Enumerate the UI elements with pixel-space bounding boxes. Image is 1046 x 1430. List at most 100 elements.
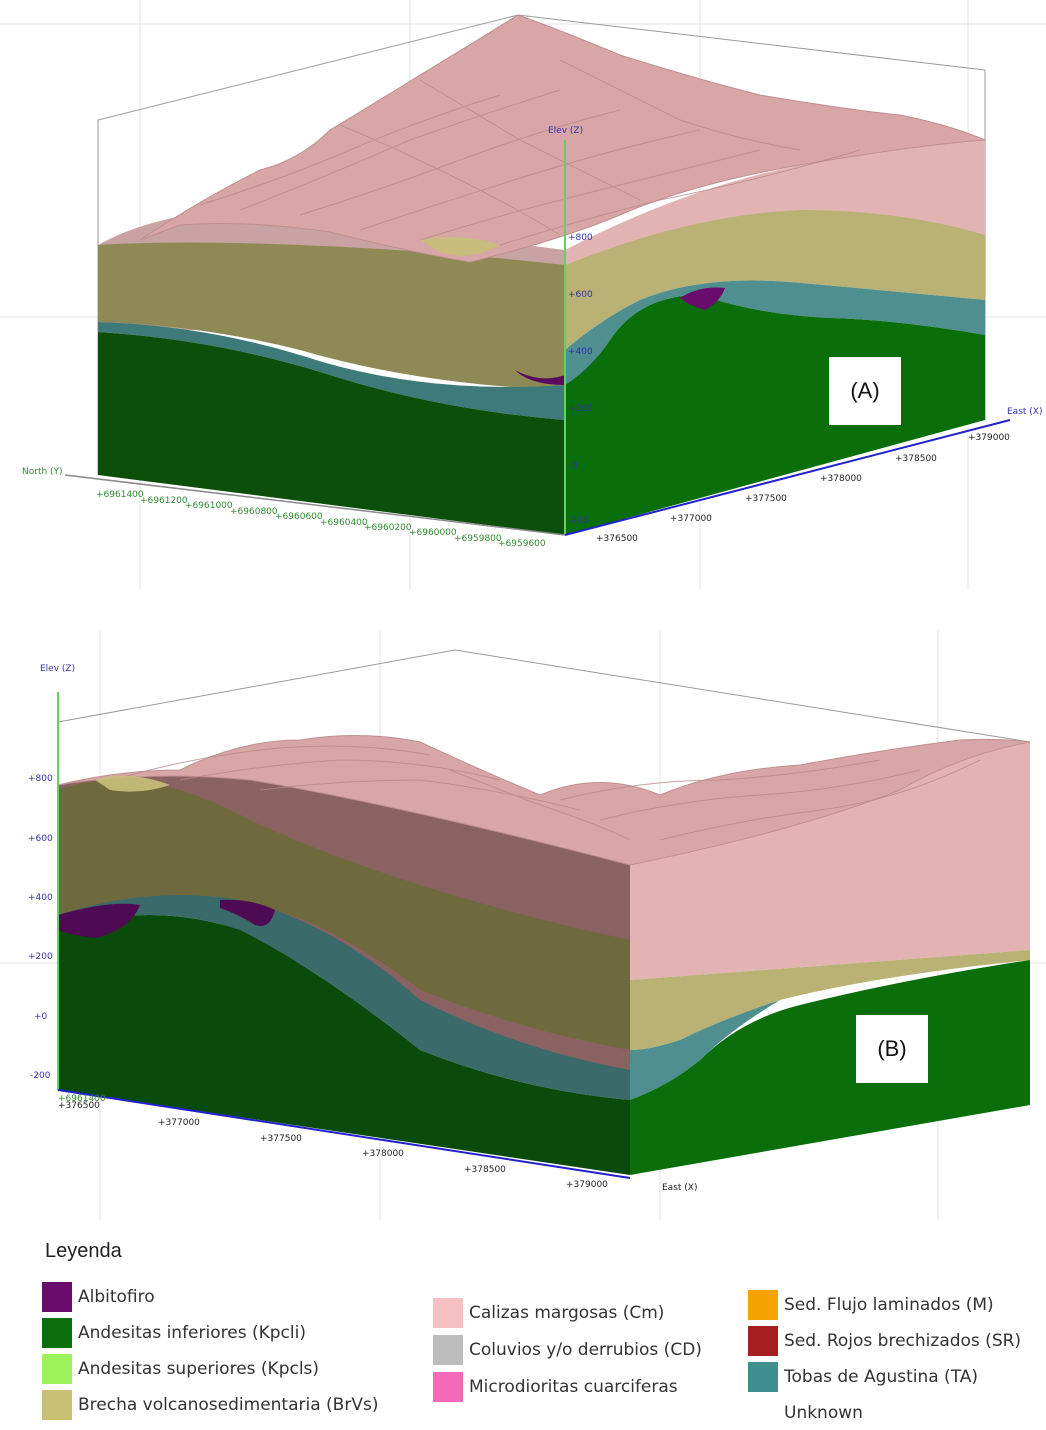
east-tick-a: +377500	[745, 494, 787, 504]
panel-label-a: (A)	[829, 357, 901, 425]
model-view-b: Elev (Z) East (X) +800 +600 +400 +200 +0…	[0, 630, 1046, 1220]
legend-label: Unknown	[784, 1403, 863, 1423]
topography-surface	[139, 14, 986, 263]
elev-tick-b: -200	[30, 1071, 51, 1081]
legend: Leyenda Albitofiro Andesitas inferiores …	[0, 1232, 1046, 1427]
elev-tick-a: +800	[568, 233, 593, 243]
face-right-calizas	[630, 742, 1030, 980]
legend-item: Sed. Rojos brechizados (SR)	[748, 1324, 1021, 1358]
east-tick-a: +378000	[820, 474, 862, 484]
legend-label: Coluvios y/o derrubios (CD)	[469, 1340, 702, 1360]
east-tick-a: +376500	[596, 534, 638, 544]
north-tick-a: +6960200	[364, 523, 412, 533]
legend-swatch	[42, 1354, 72, 1384]
north-tick-a: +6960800	[230, 507, 278, 517]
legend-item: Andesitas superiores (Kpcls)	[42, 1352, 319, 1386]
face-left-albitofiro	[58, 903, 140, 938]
face-right-tobas	[630, 1000, 780, 1100]
face-right-albitofiro	[680, 287, 725, 310]
legend-item: Calizas margosas (Cm)	[433, 1296, 664, 1330]
legend-swatch	[433, 1372, 463, 1402]
legend-label: Sed. Rojos brechizados (SR)	[784, 1331, 1022, 1351]
north-tick-a: +6960000	[409, 528, 457, 538]
elev-tick-b: +800	[28, 774, 53, 784]
legend-swatch	[42, 1282, 72, 1312]
legend-item: Unknown	[748, 1396, 863, 1430]
legend-label: Albitofiro	[78, 1287, 155, 1307]
north-tick-a: +6960400	[320, 518, 368, 528]
legend-title: Leyenda	[45, 1240, 122, 1262]
east-tick-a: +379000	[968, 433, 1010, 443]
face-right-tobas	[565, 280, 985, 385]
elev-tick-a: -200	[568, 516, 589, 526]
axis-label-east-b: East (X)	[662, 1183, 697, 1193]
axis-label-north-a: North (Y)	[22, 467, 63, 477]
east-tick-b: +377500	[260, 1134, 302, 1144]
elev-tick-a: +600	[568, 290, 593, 300]
legend-item: Microdioritas cuarciferas	[433, 1370, 678, 1404]
east-axis-b	[57, 1089, 631, 1179]
east-tick-b: +377000	[158, 1118, 200, 1128]
legend-swatch	[748, 1290, 778, 1320]
north-tick-a: +6961000	[185, 501, 233, 511]
face-right-andesita	[630, 960, 1030, 1175]
legend-item: Brecha volcanosedimentaria (BrVs)	[42, 1388, 378, 1422]
elev-tick-a: +400	[568, 347, 593, 357]
legend-label: Brecha volcanosedimentaria (BrVs)	[78, 1395, 379, 1415]
face-left-brecha	[58, 780, 630, 1050]
model-view-a: Elev (Z) North (Y) East (X) +800 +600 +4…	[0, 0, 1046, 590]
legend-item: Sed. Flujo laminados (M)	[748, 1288, 994, 1322]
legend-swatch	[433, 1335, 463, 1365]
elev-tick-b: +600	[28, 834, 53, 844]
axis-label-elev-b: Elev (Z)	[40, 664, 75, 674]
model-3d-b: Elev (Z) East (X) +800 +600 +400 +200 +0…	[0, 630, 1046, 1220]
topography-surface	[57, 734, 1031, 866]
north-tick-a: +6961200	[140, 496, 188, 506]
face-left-andesita	[98, 332, 565, 535]
north-tick-a: +6959800	[454, 534, 502, 544]
face-left-tobas	[98, 322, 565, 420]
legend-swatch	[433, 1298, 463, 1328]
north-tick-a: +6959600	[498, 539, 546, 549]
legend-label: Tobas de Agustina (TA)	[784, 1367, 979, 1387]
elev-tick-b: +0	[34, 1012, 48, 1022]
legend-swatch	[42, 1390, 72, 1420]
legend-label: Andesitas inferiores (Kpcli)	[78, 1323, 306, 1343]
legend-label: Calizas margosas (Cm)	[469, 1303, 665, 1323]
model-3d-a: Elev (Z) North (Y) East (X) +800 +600 +4…	[0, 0, 1046, 590]
legend-item: Andesitas inferiores (Kpcli)	[42, 1316, 306, 1350]
face-left-brecha	[98, 242, 565, 390]
legend-swatch	[748, 1362, 778, 1392]
face-left-tobas	[58, 895, 630, 1100]
legend-swatch	[748, 1326, 778, 1356]
legend-swatch	[748, 1398, 778, 1428]
legend-item: Tobas de Agustina (TA)	[748, 1360, 978, 1394]
elev-tick-b: +200	[28, 952, 53, 962]
north-axis-a	[64, 474, 566, 536]
east-tick-b: +378000	[362, 1149, 404, 1159]
legend-label: Andesitas superiores (Kpcls)	[78, 1359, 320, 1379]
legend-item: Coluvios y/o derrubios (CD)	[433, 1333, 702, 1367]
face-left-andesita	[58, 915, 630, 1175]
face-right-andesita	[565, 295, 985, 535]
legend-swatch	[42, 1318, 72, 1348]
east-tick-b: +378500	[464, 1165, 506, 1175]
north-tick-a: +6960600	[275, 512, 323, 522]
east-tick-b: +376500	[58, 1101, 100, 1111]
east-axis-a	[564, 419, 1011, 536]
corner-tick-b: +6961400	[58, 1094, 106, 1104]
face-right-brecha	[565, 210, 985, 350]
face-right-calizas	[565, 140, 985, 265]
east-tick-a: +377000	[670, 514, 712, 524]
legend-label: Microdioritas cuarciferas	[469, 1377, 678, 1397]
east-tick-b: +379000	[566, 1180, 608, 1190]
axis-label-east-a: East (X)	[1007, 407, 1042, 417]
east-tick-a: +378500	[895, 454, 937, 464]
face-right-brecha	[630, 950, 1030, 1050]
elev-tick-a: +200	[568, 404, 593, 414]
axis-label-elev-a: Elev (Z)	[548, 126, 583, 136]
elev-tick-b: +400	[28, 893, 53, 903]
legend-item: Albitofiro	[42, 1280, 155, 1314]
legend-label: Sed. Flujo laminados (M)	[784, 1295, 994, 1315]
elev-tick-a: 0	[572, 461, 578, 471]
